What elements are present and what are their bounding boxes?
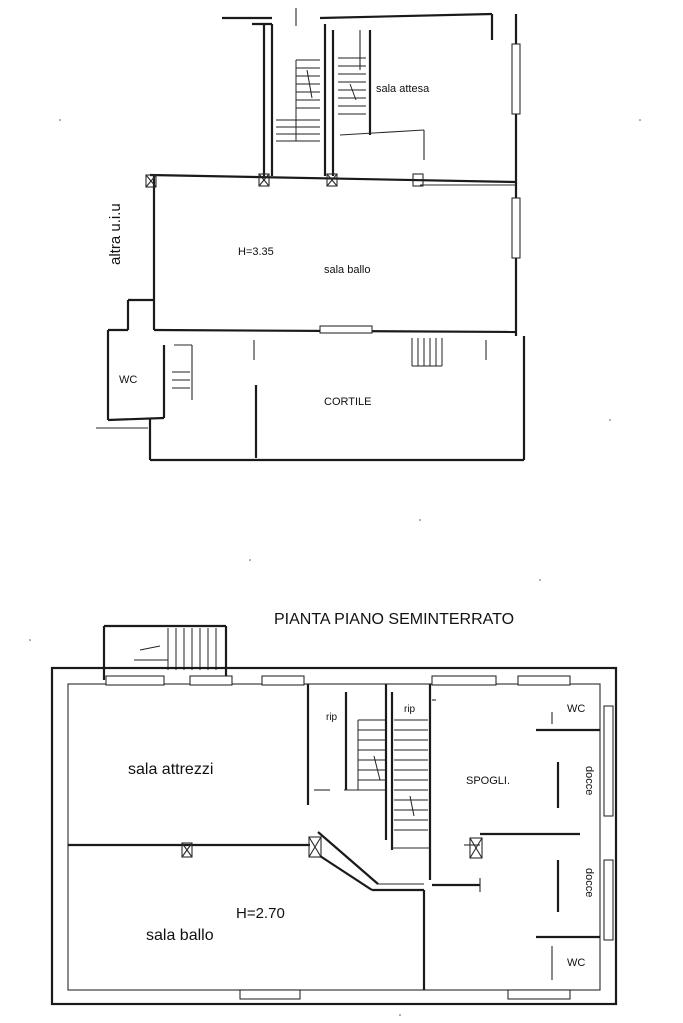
central-staircase: [357, 719, 428, 831]
height-label-upper: H=3.35: [238, 246, 274, 258]
room-label-wc-upper: WC: [119, 374, 137, 386]
upper-staircase: [276, 57, 366, 142]
room-label-courtyard: CORTILE: [324, 396, 371, 408]
upper-floor-plan: [96, 8, 526, 462]
lower-floor-plan: [50, 624, 618, 1006]
room-label-equipment: sala attrezzi: [128, 761, 213, 778]
column-markers: [145, 173, 424, 188]
room-label-storage-2: rip: [404, 704, 416, 715]
room-label-shower-1: docce: [583, 766, 595, 795]
room-label-changing: SPOGLI.: [466, 775, 510, 787]
room-label-dance-upper: sala ballo: [324, 264, 370, 276]
height-label-lower: H=2.70: [236, 905, 285, 922]
courtyard-steps: [172, 338, 443, 389]
side-label: altra u.i.u: [107, 203, 124, 265]
room-label-shower-2: docce: [583, 868, 595, 897]
entrance-staircase: [134, 628, 217, 670]
room-label-wc-bottom: WC: [567, 957, 585, 969]
room-label-wc-top: WC: [567, 703, 585, 715]
room-label-storage-1: rip: [326, 712, 338, 723]
plan-title: PIANTA PIANO SEMINTERRATO: [274, 611, 514, 628]
room-label-dance-lower: sala ballo: [146, 927, 214, 944]
scan-noise: [29, 119, 641, 1016]
room-label-waiting: sala attesa: [376, 83, 430, 95]
